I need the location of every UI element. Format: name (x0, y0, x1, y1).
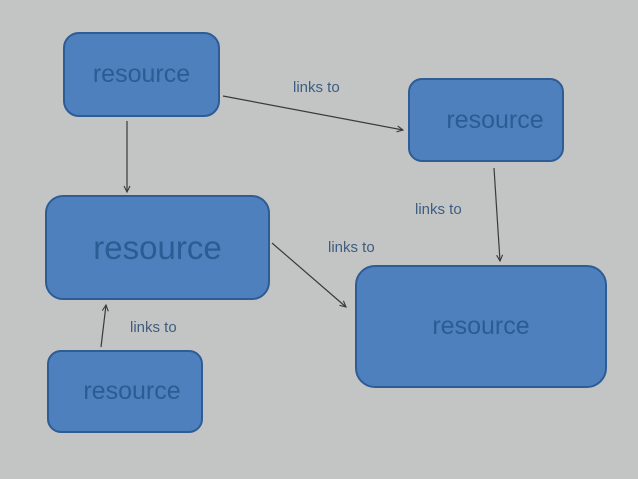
arrow-bottomleft-to-middleleft (100, 303, 109, 348)
node-resource-top-right: resource (408, 78, 564, 162)
edge-label-links-to: links to (130, 319, 177, 336)
node-label: resource (92, 60, 191, 88)
edge-label-links-to: links to (293, 79, 340, 96)
arrow-middleleft-to-bottomright (271, 242, 347, 308)
node-label: resource (432, 312, 530, 340)
arrow-topleft-to-topright (222, 95, 405, 133)
edge-label-links-to: links to (328, 239, 375, 256)
node-resource-middle-left: resource (45, 195, 270, 300)
node-resource-bottom-right: resource (355, 265, 607, 388)
node-label: resource (83, 377, 181, 405)
arrow-topright-to-bottomright (493, 167, 504, 263)
edge-label-links-to: links to (415, 201, 462, 218)
node-resource-bottom-left: resource (47, 350, 203, 433)
node-label: resource (93, 229, 222, 266)
node-resource-top-left: resource (63, 32, 220, 117)
node-label: resource (446, 105, 544, 134)
